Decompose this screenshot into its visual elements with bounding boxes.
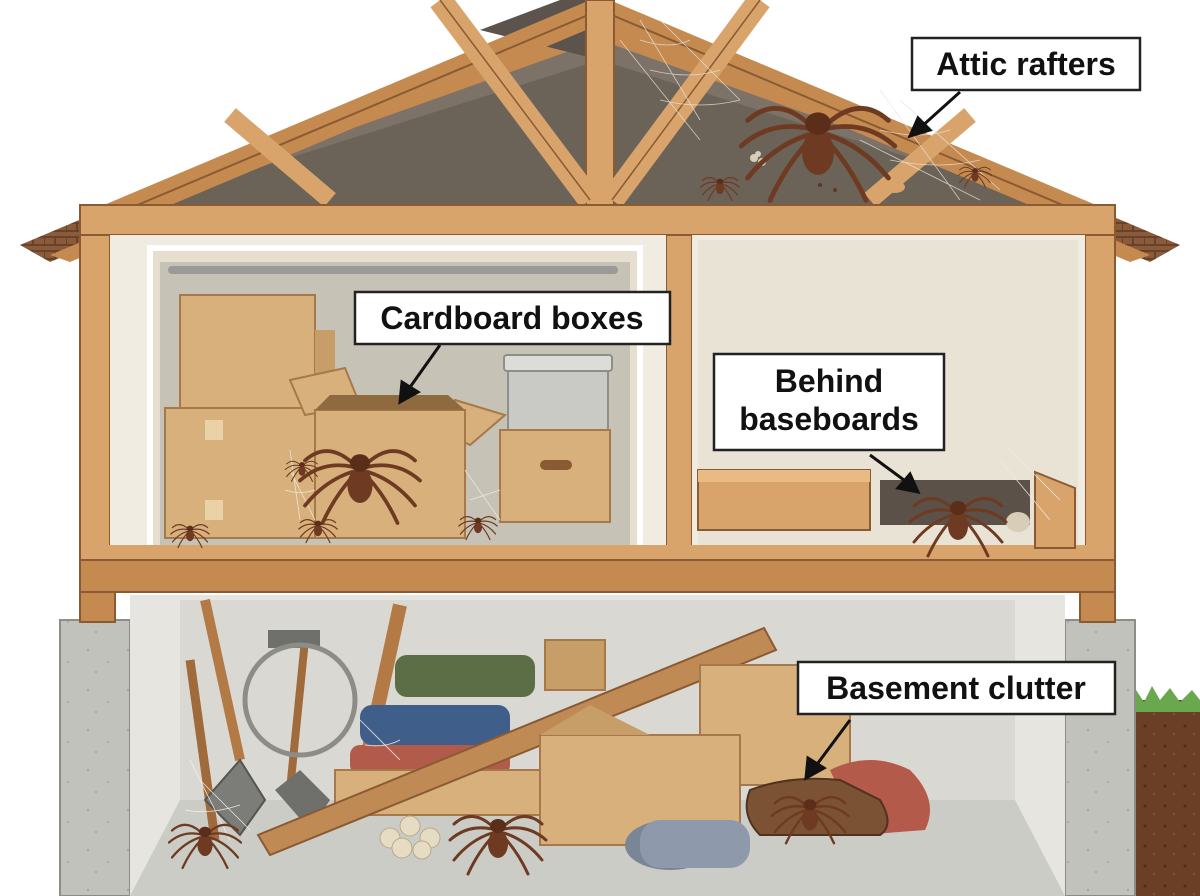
spider-icon: [957, 166, 993, 188]
spider-icon: [738, 105, 898, 203]
ground-soil: [1128, 686, 1200, 896]
arrowhead-basement: [804, 755, 827, 781]
arrowhead-attic: [907, 115, 933, 139]
callout-baseboards-line1: Behind: [775, 363, 883, 399]
callout-arrows: [398, 90, 962, 781]
closet-boxes: [164, 294, 613, 539]
spiders: [167, 105, 1008, 876]
spider-icon: [167, 823, 243, 870]
spider-icon: [170, 524, 210, 549]
arrow-boxes: [406, 344, 442, 391]
spider-icon: [770, 796, 850, 845]
callout-basement-clutter: Basement clutter: [796, 660, 1117, 716]
arrowhead-boxes: [398, 379, 421, 405]
arrowhead-baseboards: [895, 471, 921, 495]
basement: [59, 591, 1136, 896]
attic-cobweb: [619, 19, 1001, 201]
spider-icon: [284, 460, 320, 482]
spider-icon: [448, 815, 548, 876]
callout-baseboards-line2: baseboards: [739, 401, 919, 437]
callout-attic-label: Attic rafters: [936, 46, 1116, 82]
callout-attic-rafters: Attic rafters: [910, 36, 1142, 92]
arrow-attic: [918, 90, 962, 130]
arrow-basement: [813, 719, 852, 768]
spider-icon: [908, 497, 1008, 558]
callout-behind-baseboards: Behind baseboards: [712, 352, 946, 452]
spider-icon: [458, 516, 498, 541]
arrow-baseboards: [869, 453, 909, 485]
callout-cardboard-boxes: Cardboard boxes: [353, 290, 672, 346]
spider-icon: [700, 177, 740, 202]
spider-icon: [298, 519, 338, 544]
callout-boxes-label: Cardboard boxes: [380, 300, 643, 336]
callout-basement-label: Basement clutter: [826, 670, 1086, 706]
spider-icon: [298, 449, 422, 525]
